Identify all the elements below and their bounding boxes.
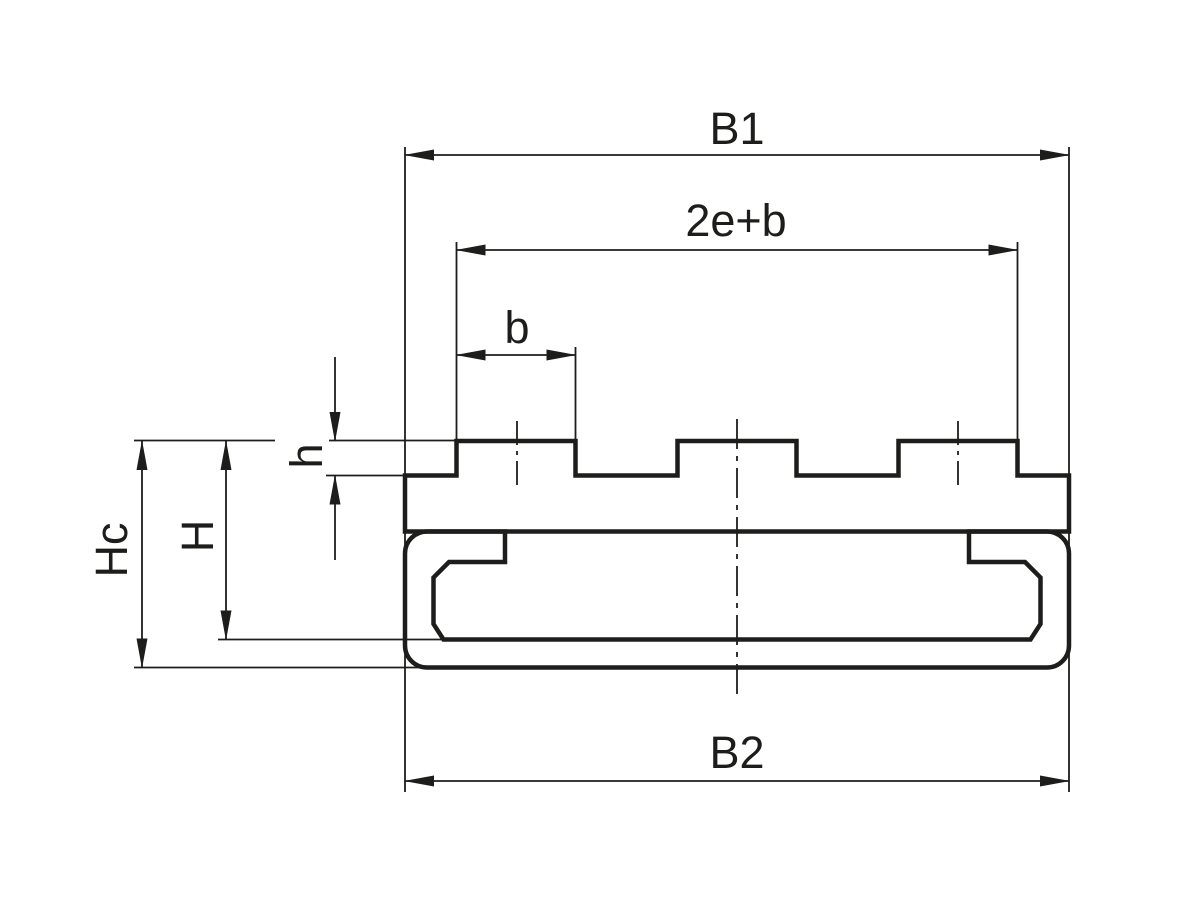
dimension-labels: B1 2e+b b B2 Hc H h xyxy=(86,103,787,778)
dim-label-b1: B1 xyxy=(709,103,764,154)
profile-outlines xyxy=(402,438,1072,670)
extension-lines xyxy=(134,147,1070,792)
dim-label-b: b xyxy=(504,302,529,353)
dim-label-h-small: h xyxy=(281,443,332,468)
profile-body-outline xyxy=(402,438,1072,534)
dimension-lines xyxy=(136,149,1070,787)
center-lines xyxy=(516,419,959,700)
dim-label-h-cap: H xyxy=(172,520,223,553)
dim-label-2e-plus-b: 2e+b xyxy=(685,195,786,246)
steel-channel-outline xyxy=(402,529,1072,670)
dim-label-b2: B2 xyxy=(709,727,764,778)
dim-label-hc: Hc xyxy=(86,523,137,578)
